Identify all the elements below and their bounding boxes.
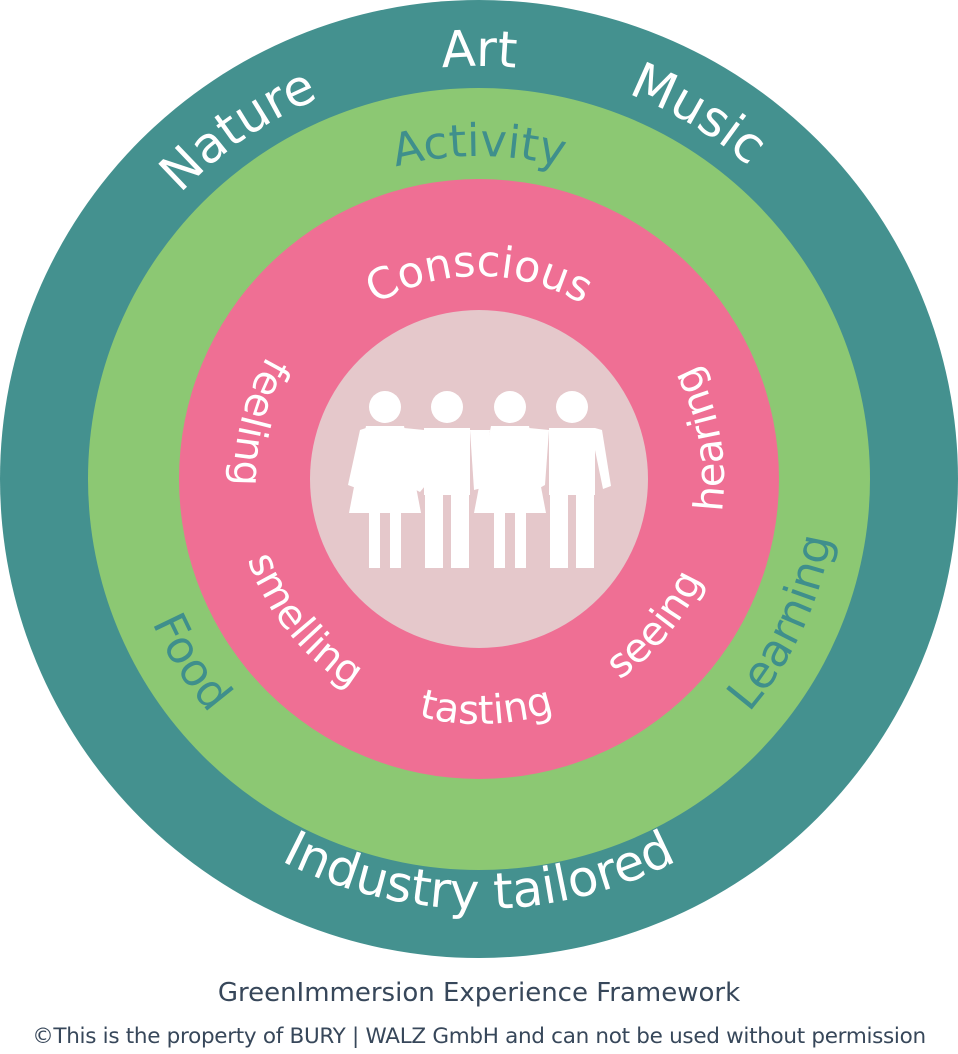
female-figure-icon [348, 391, 421, 568]
copyright-notice: ©This is the property of BURY | WALZ Gmb… [32, 1024, 926, 1049]
group-of-people-icon [348, 391, 611, 568]
male-figure-icon [404, 391, 490, 568]
framework-diagram: Nature Art Music Industry tailored Activ… [0, 0, 958, 958]
male-figure-icon [529, 391, 611, 568]
label-art: Art [440, 20, 519, 80]
framework-title: GreenImmersion Experience Framework [217, 978, 741, 1008]
female-figure-icon [474, 391, 546, 568]
